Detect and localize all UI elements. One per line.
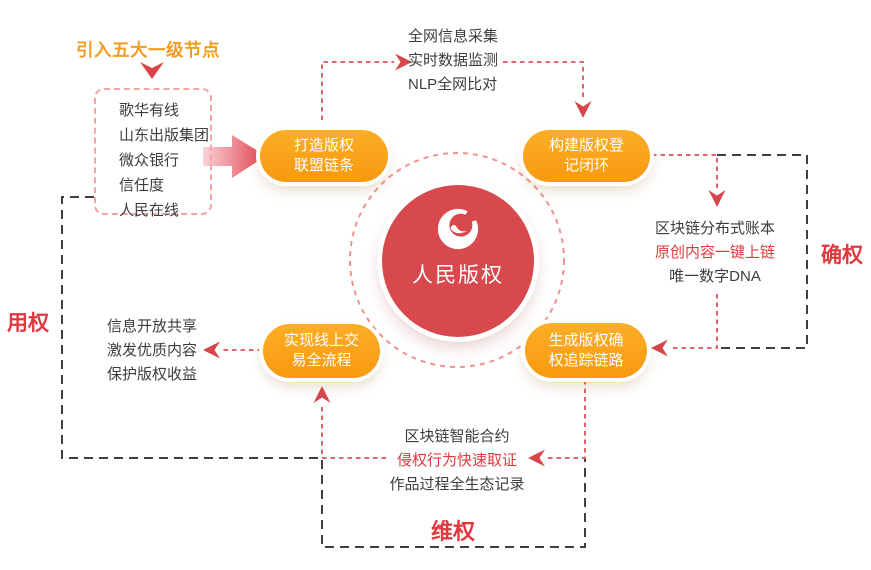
text-line-highlighted: 原创内容一键上链 [654,244,775,261]
stage-label-defend: 维权 [431,519,476,544]
arrow-left-icon [203,341,220,359]
text-line-highlighted: 侵权行为快速取证 [396,452,517,469]
text-line: 区块链智能合约 [404,428,510,445]
node-item: 微众银行 [119,152,180,169]
text-line: 信息开放共享 [107,318,198,335]
pill-line: 记闭环 [563,157,609,174]
chevron-down-icon [140,62,164,79]
arrow-down-icon [574,101,592,118]
pill-line: 构建版权登 [548,137,624,154]
text-line: 保护版权收益 [107,366,198,383]
text-line: 区块链分布式账本 [654,220,775,237]
c-wave-brand-logo-icon [437,206,481,250]
arrow-up-icon [313,386,331,403]
usage-text-block: 信息开放共享 激发优质内容 保护版权收益 [107,315,197,387]
brand-circle: 人民版权 [382,185,534,337]
text-line: 唯一数字DNA [669,268,761,285]
pill-line: 打造版权 [293,137,354,154]
node-item: 山东出版集团 [119,127,210,144]
big-right-arrow-icon [203,135,266,178]
arrow-left-icon [651,339,668,357]
pill-line: 生成版权确 [548,331,624,349]
first-level-nodes-box: 歌华有线 山东出版集团 微众银行 信任度 人民在线 [94,88,212,219]
arrow-down-icon [708,190,726,207]
flow-lines [221,61,718,459]
pill-line: 权追踪链路 [548,351,624,369]
text-line: 全网信息采集 [408,28,499,45]
stage-label-use: 用权 [7,312,49,335]
node-item: 歌华有线 [119,102,180,119]
pill-line: 实现线上交 [283,332,359,349]
pill-confirmation-tracking: 生成版权确 权追踪链路 [525,323,647,378]
group-boundary-confirm [717,154,808,349]
text-line: NLP全网比对 [408,76,498,93]
text-line: 作品过程全生态记录 [389,476,525,493]
pill-build-alliance-chain: 打造版权 联盟链条 [260,130,388,182]
brand-name: 人民版权 [412,264,504,287]
confirmation-text-block: 区块链分布式账本 原创内容一键上链 唯一数字DNA [645,217,785,289]
text-line: 实时数据监测 [408,52,499,69]
monitoring-text-block: 全网信息采集 实时数据监测 NLP全网比对 [408,25,498,97]
pill-line: 联盟链条 [293,157,354,174]
group-boundary-use-defend [61,196,586,548]
flow-arrowheads [140,53,726,467]
center-dashed-circle [349,152,565,368]
intro-label: 引入五大一级节点 [76,40,220,60]
pill-registration-loop: 构建版权登 记闭环 [523,130,650,182]
stage-label-confirm: 确权 [821,244,863,267]
defense-text-block: 区块链智能合约 侵权行为快速取证 作品过程全生态记录 [377,425,537,497]
node-item: 信任度 [119,177,165,194]
pill-line: 易全流程 [291,352,352,369]
text-line: 激发优质内容 [107,342,198,359]
node-item: 人民在线 [119,202,180,219]
pill-online-trading: 实现线上交 易全流程 [263,324,380,378]
